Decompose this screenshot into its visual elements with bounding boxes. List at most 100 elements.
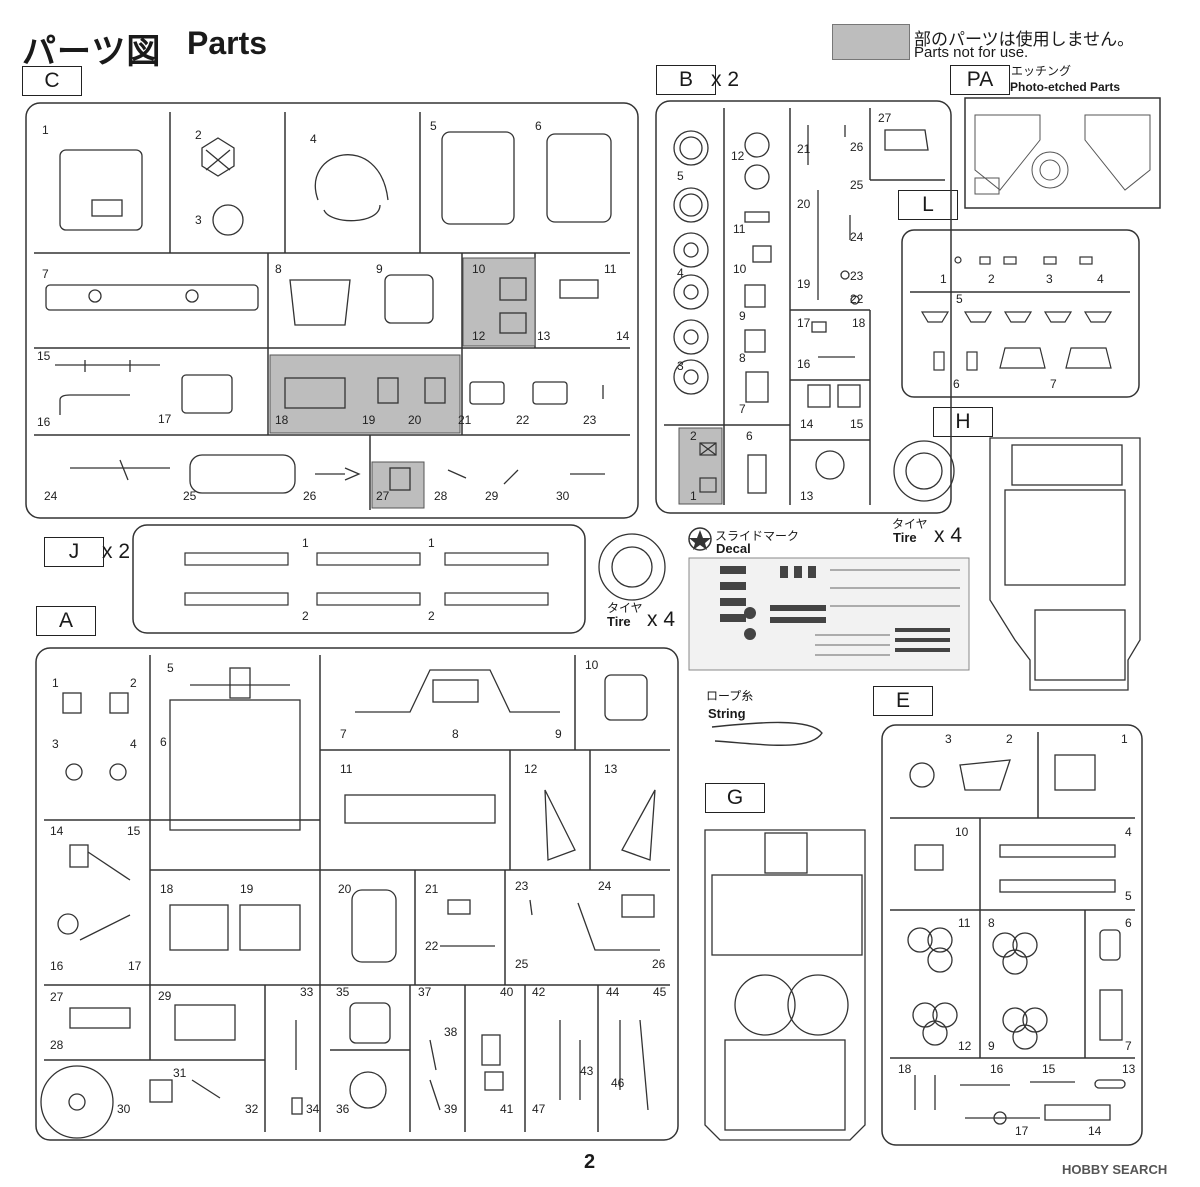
part-num-e17: 17	[1015, 1124, 1029, 1138]
part-num-b16: 16	[797, 357, 811, 371]
part-num-a19: 19	[240, 882, 254, 896]
part-num-a43: 43	[580, 1064, 594, 1078]
part-num-b2: 2	[690, 429, 697, 443]
part-num-b24: 24	[850, 230, 864, 244]
part-num-a39: 39	[444, 1102, 458, 1116]
part-num-e8: 8	[988, 916, 995, 930]
sprue-j-multiplier: x 2	[102, 540, 131, 563]
part-num-b23: 23	[850, 269, 864, 283]
part-num-c21: 21	[458, 413, 472, 427]
part-num-a41: 41	[500, 1102, 514, 1116]
part-num-j1: 1	[302, 536, 309, 550]
part-num-a33: 33	[300, 985, 314, 999]
part-num-a32: 32	[245, 1102, 259, 1116]
part-num-b18: 18	[852, 316, 866, 330]
sprue-b-frame	[655, 100, 952, 514]
part-num-a11: 11	[340, 762, 353, 776]
part-num-a12: 12	[524, 762, 538, 776]
part-num-a1: 1	[52, 676, 59, 690]
part-num-c4: 4	[310, 132, 317, 146]
part-num-c28: 28	[434, 489, 448, 503]
part-num-e10: 10	[955, 825, 969, 839]
part-num-a47: 47	[532, 1102, 546, 1116]
page-number: 2	[584, 1151, 596, 1173]
part-num-b7: 7	[739, 402, 746, 416]
part-num-a10: 10	[585, 658, 599, 672]
part-num-a21: 21	[425, 882, 439, 896]
part-num-a35: 35	[336, 985, 350, 999]
part-num-a25: 25	[515, 957, 529, 971]
part-num-c27: 27	[376, 489, 390, 503]
part-num-e6: 6	[1125, 916, 1132, 930]
sprue-b-multiplier: x 2	[711, 68, 740, 91]
part-num-c30: 30	[556, 489, 570, 503]
spare-wheel-a30	[40, 1065, 114, 1139]
part-num-a3: 3	[52, 737, 59, 751]
part-num-b14: 14	[800, 417, 814, 431]
part-g-chassis	[704, 829, 866, 1141]
part-num-b21: 21	[797, 142, 811, 156]
part-num-e14: 14	[1088, 1124, 1102, 1138]
part-num-a44: 44	[606, 985, 620, 999]
part-num-c17: 17	[158, 412, 172, 426]
not-for-use-swatch	[832, 24, 910, 60]
part-num-c15: 15	[37, 349, 51, 363]
part-num-b10: 10	[733, 262, 747, 276]
string-part	[711, 721, 823, 746]
part-num-a24: 24	[598, 879, 612, 893]
part-num-c13: 13	[537, 329, 551, 343]
string-jp: ロープ糸	[706, 689, 754, 703]
part-num-a7: 7	[340, 727, 347, 741]
part-num-j2: 2	[302, 609, 309, 623]
part-num-c26: 26	[303, 489, 317, 503]
part-num-b15: 15	[850, 417, 864, 431]
part-num-b13: 13	[800, 489, 814, 503]
part-num-b9: 9	[739, 309, 746, 323]
sprue-label-h: H	[933, 407, 993, 437]
part-num-c6: 6	[535, 119, 542, 133]
string-en: String	[708, 706, 746, 721]
part-num-c19: 19	[362, 413, 376, 427]
sprue-label-j: J	[44, 537, 104, 567]
part-num-a45: 45	[653, 985, 667, 999]
part-num-c22: 22	[516, 413, 530, 427]
part-num-c16: 16	[37, 415, 51, 429]
part-num-c12: 12	[472, 329, 486, 343]
part-num-c29: 29	[485, 489, 499, 503]
tire-1-multiplier: x 4	[934, 524, 963, 547]
part-num-a16: 16	[50, 959, 64, 973]
part-num-a27: 27	[50, 990, 64, 1004]
part-num-c25: 25	[183, 489, 197, 503]
part-num-b12: 12	[731, 149, 745, 163]
photo-etched-en: Photo-etched Parts	[1010, 80, 1121, 94]
part-num-e9: 9	[988, 1039, 995, 1053]
part-num-a34: 34	[306, 1102, 320, 1116]
part-num-l3: 3	[1046, 272, 1053, 286]
part-num-c10: 10	[472, 262, 486, 276]
decal-en: Decal	[716, 541, 751, 556]
part-num-a8: 8	[452, 727, 459, 741]
part-num-a26: 26	[652, 957, 666, 971]
sprue-c-frame	[25, 102, 639, 519]
part-num-a9: 9	[555, 727, 562, 741]
legend-en: Parts not for use.	[914, 44, 1029, 61]
part-num-a36: 36	[336, 1102, 350, 1116]
part-num-b11: 11	[733, 222, 746, 236]
part-num-a20: 20	[338, 882, 352, 896]
part-num-e12: 12	[958, 1039, 972, 1053]
part-num-c5: 5	[430, 119, 437, 133]
sprue-label-g: G	[705, 783, 765, 813]
part-num-l2: 2	[988, 272, 995, 286]
part-num-c20: 20	[408, 413, 422, 427]
part-num-l5: 5	[956, 292, 963, 306]
part-num-b6: 6	[746, 429, 753, 443]
part-num-j1b: 1	[428, 536, 435, 550]
sprue-label-c: C	[22, 66, 82, 96]
sprue-label-b: B	[656, 65, 716, 95]
part-num-c23: 23	[583, 413, 597, 427]
part-num-c11: 11	[604, 262, 617, 276]
part-num-b8: 8	[739, 351, 746, 365]
tire-2-jp: タイヤ	[607, 601, 643, 615]
part-num-b17: 17	[797, 316, 811, 330]
